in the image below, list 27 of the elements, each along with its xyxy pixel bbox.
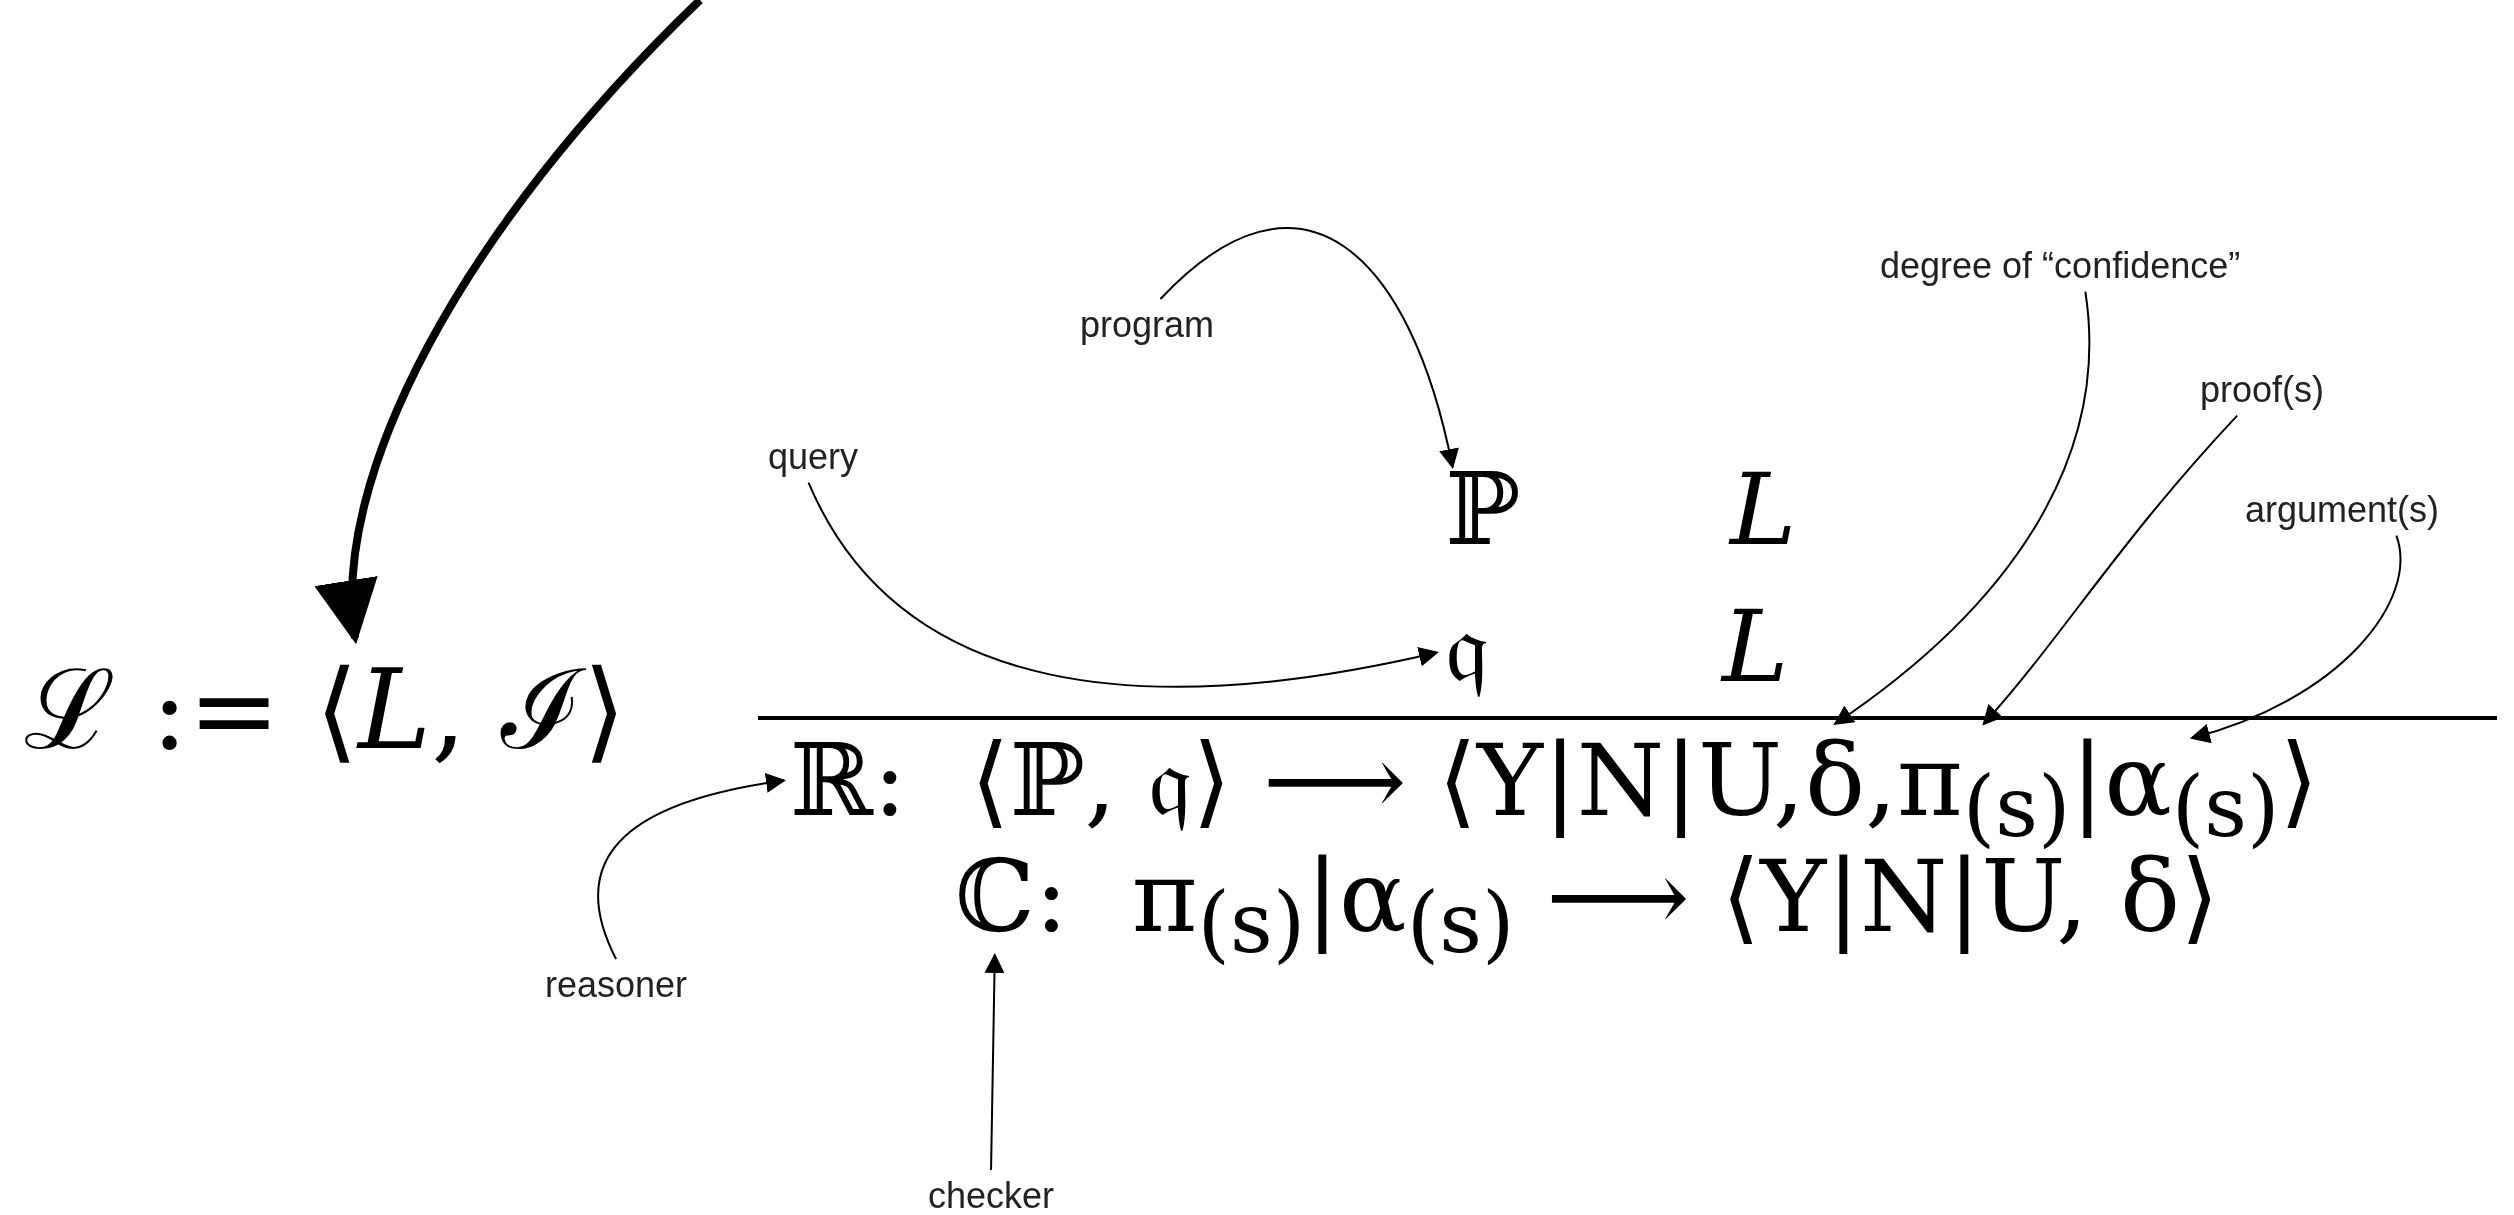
formula: ⟩: [2279, 722, 2319, 839]
leader-arrow: [984, 953, 1005, 1171]
annotation-label: reasoner: [545, 965, 688, 1005]
annotation-label: checker: [928, 1176, 1055, 1215]
leader-arrow: [1159, 227, 1459, 469]
math-symbol: ℙ: [1445, 455, 1521, 565]
leader-arrow: [2189, 534, 2402, 743]
leader-arrow: [1833, 290, 2091, 726]
math-symbol: ℂ: [955, 838, 1035, 955]
math-symbol: ℝ: [790, 722, 874, 839]
annotation-label: argument(s): [2245, 490, 2440, 530]
leader-arrow: [318, 0, 703, 645]
formula: |: [2070, 722, 2105, 839]
leader-arrow: [1982, 414, 2239, 726]
leader-arrow: [597, 773, 786, 960]
annotation-label: program: [1080, 305, 1215, 345]
annotation-label: query: [768, 437, 859, 477]
leader-arrow: [807, 481, 1439, 688]
math-symbol: L: [1722, 592, 1789, 702]
annotation-label: proof(s): [2200, 370, 2325, 410]
formula: ,: [1865, 722, 1897, 839]
annotation-label: degree of “confidence”: [1880, 246, 2241, 286]
math-symbol: L: [1730, 455, 1797, 565]
math-symbol: 𝔮: [1445, 592, 1489, 702]
formula: : ⟨ℙ, 𝔮⟩ ⟶ ⟨Y|N|U,: [873, 722, 1805, 840]
formula: ℒ := ⟨L, ℐ⟩: [24, 650, 626, 771]
math-symbol: δ: [1804, 722, 1866, 839]
